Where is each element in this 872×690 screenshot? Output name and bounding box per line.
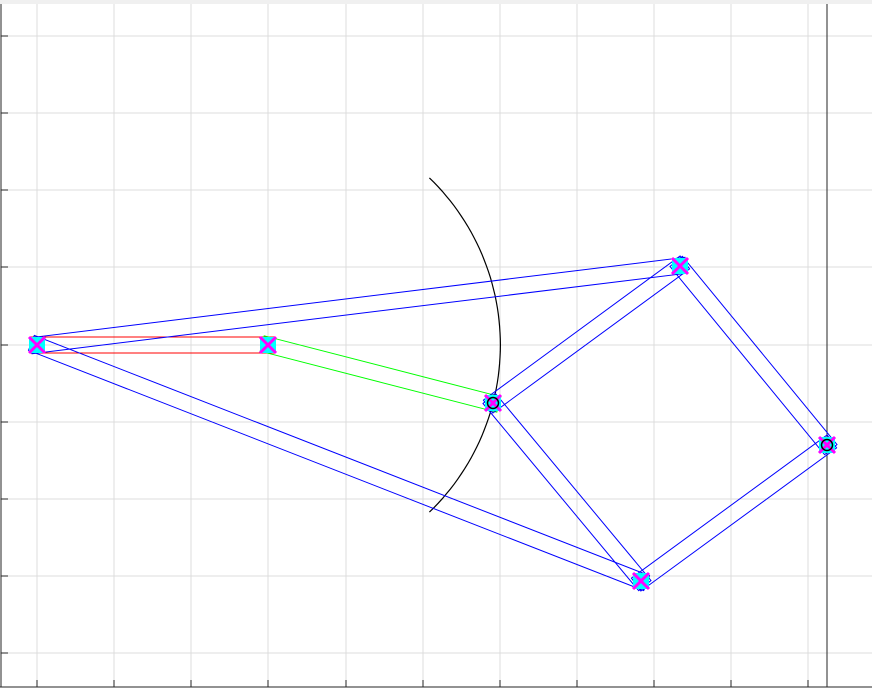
joint-marker-cross — [483, 393, 503, 413]
trajectory-arc — [428, 177, 502, 513]
pivot-circle — [486, 396, 500, 410]
joint-C — [483, 393, 503, 413]
mechanism-plot — [0, 4, 872, 690]
pivot-circle — [820, 438, 834, 452]
grid-lines — [0, 4, 872, 687]
plot-axes[interactable] — [0, 4, 872, 690]
joint-marker-cross — [258, 335, 278, 355]
joint-marker-cross — [670, 256, 690, 276]
joints — [27, 256, 837, 591]
joint-E — [631, 571, 651, 591]
trajectory-arc-path — [428, 177, 502, 513]
joint-marker-cross — [27, 335, 47, 355]
plot-background — [0, 4, 872, 690]
joint-marker-cross — [817, 435, 837, 455]
joint-F — [817, 435, 837, 455]
joint-A — [27, 335, 47, 355]
joint-marker-cross — [631, 571, 651, 591]
axis-frame — [0, 4, 872, 688]
joint-B — [258, 335, 278, 355]
joint-D — [670, 256, 690, 276]
